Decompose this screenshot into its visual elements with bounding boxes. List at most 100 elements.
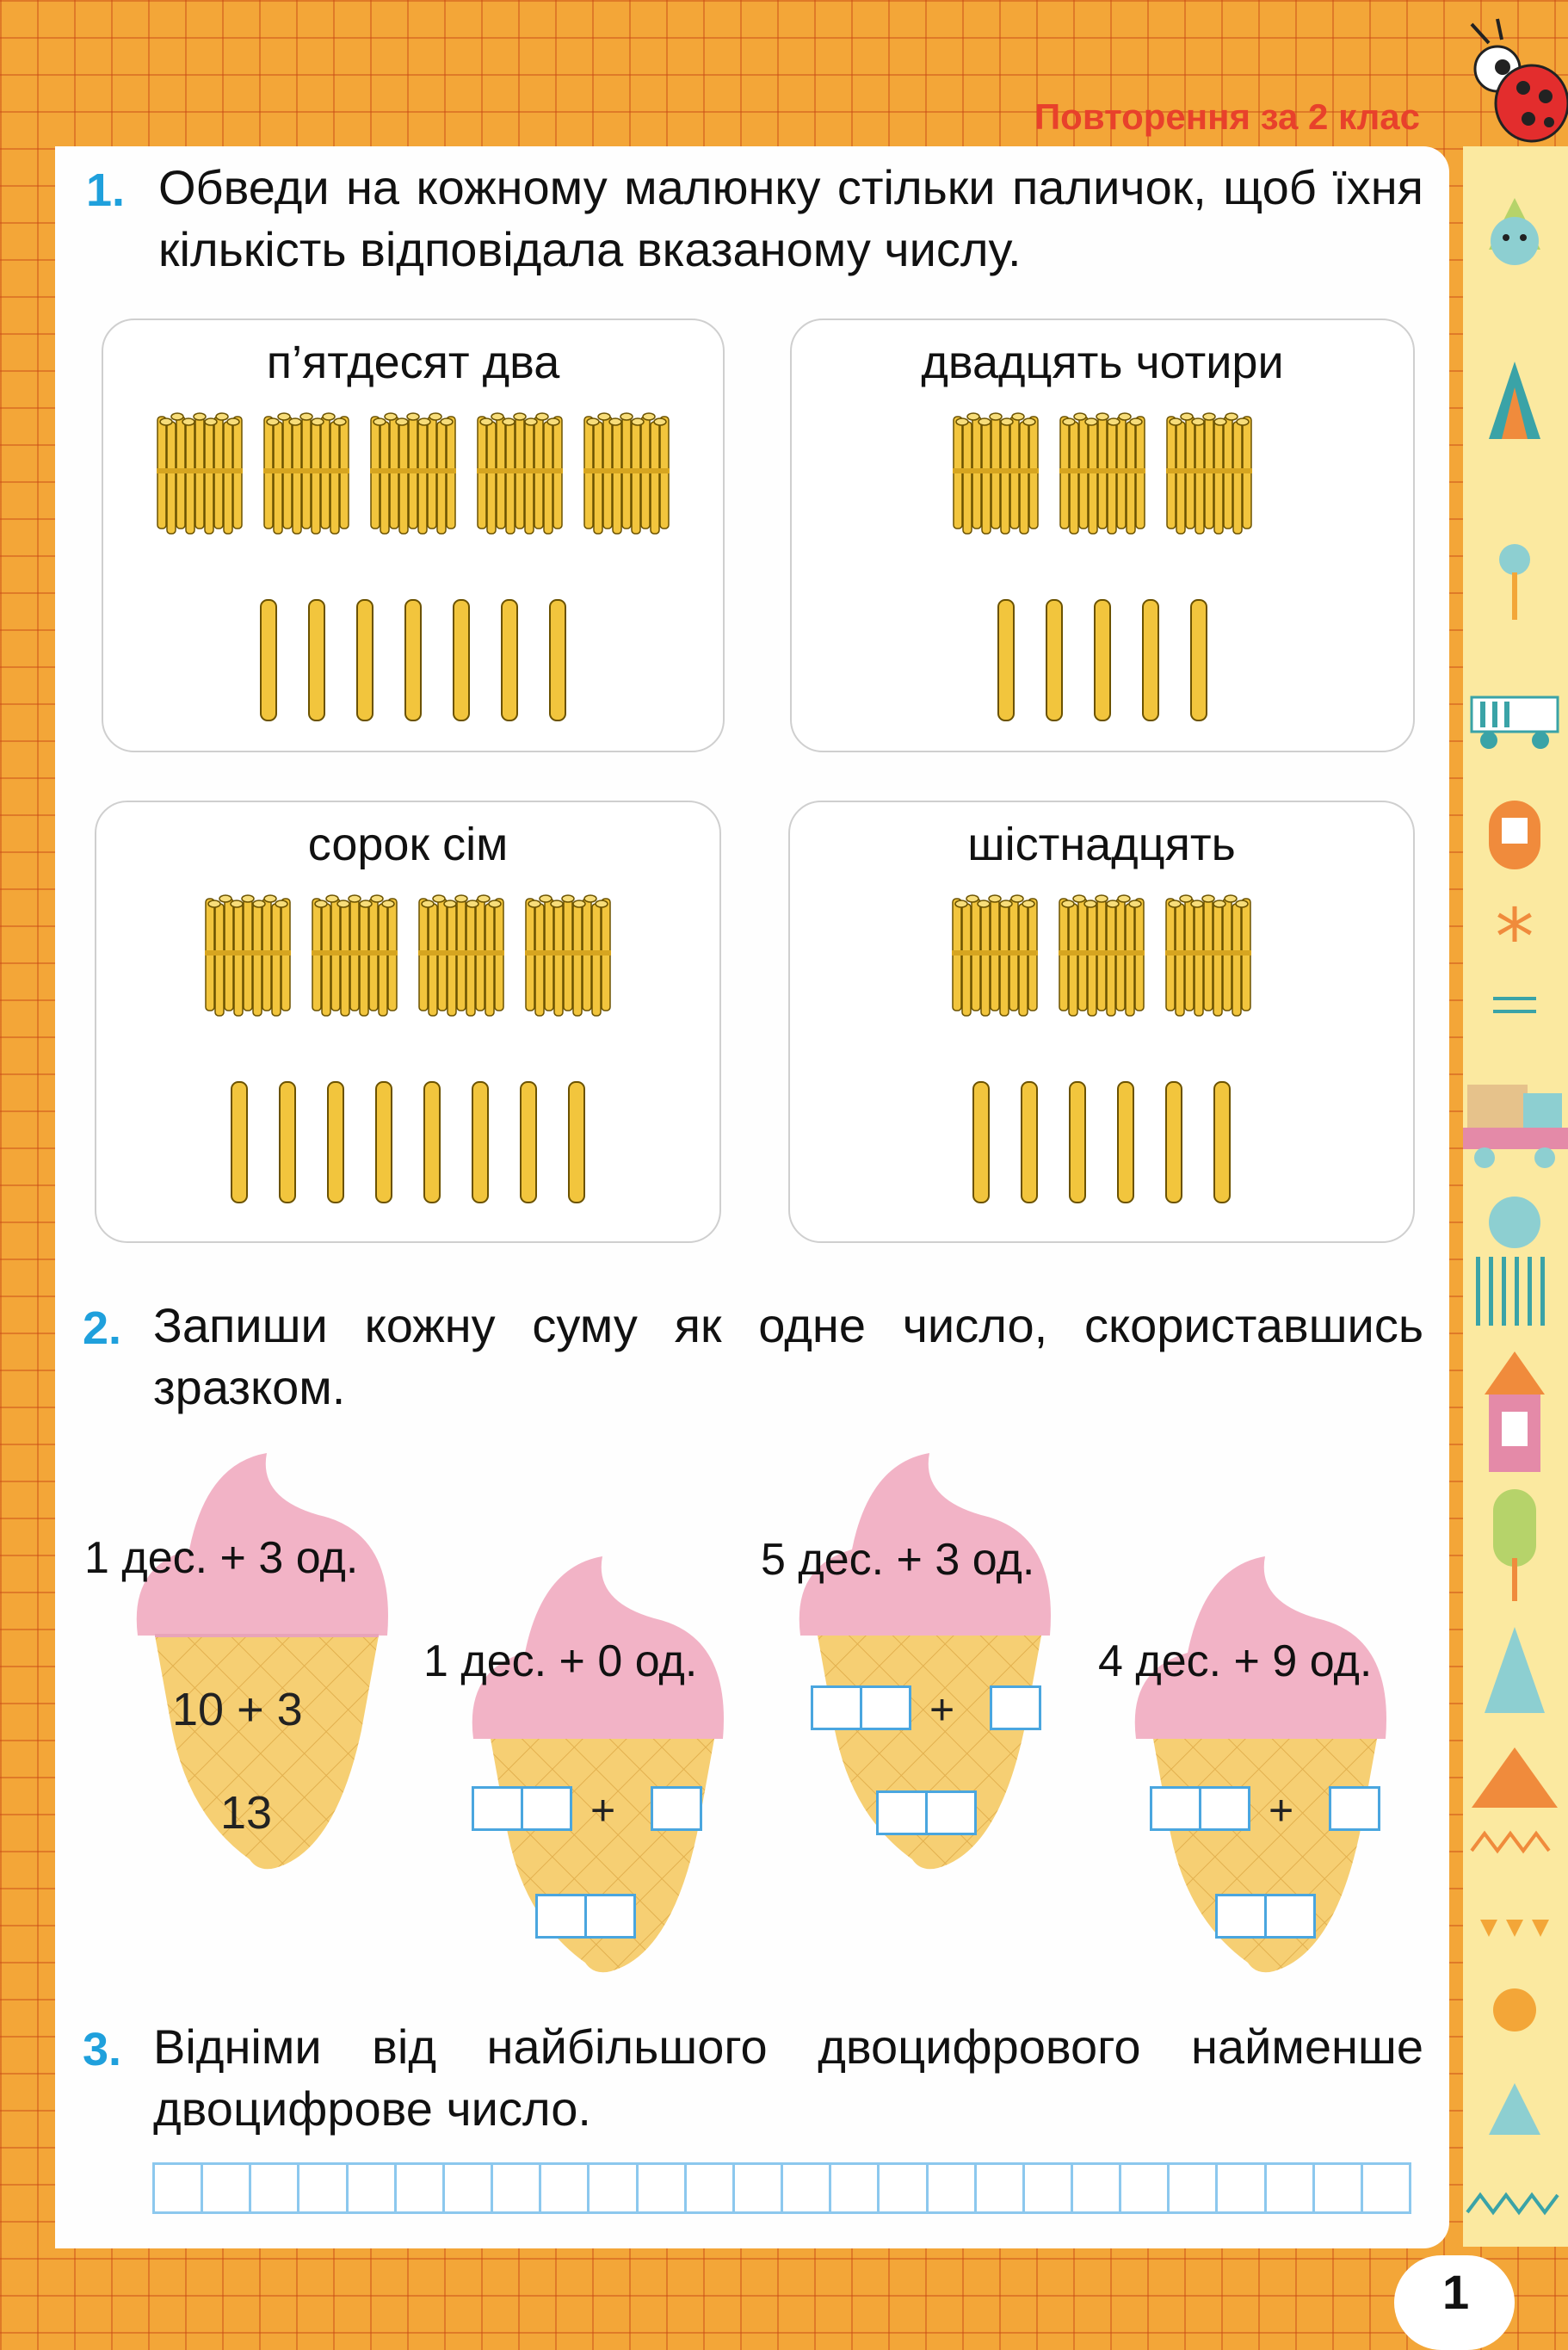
sticks-panel-47: сорок сім [95, 801, 721, 1243]
cone-1-units-box[interactable] [651, 1786, 702, 1831]
cone-2-tens-box-1[interactable] [811, 1685, 862, 1730]
cone-2-answer-box-2[interactable] [925, 1790, 977, 1835]
single-stick[interactable] [1094, 599, 1111, 721]
sticks-panel-52: п’ятдесят два [102, 318, 725, 752]
sticks-drawing [157, 412, 670, 721]
example-result: 13 [220, 1787, 273, 1839]
answer-cell[interactable] [635, 2162, 687, 2214]
stick-bundle [1166, 412, 1252, 535]
answer-cell[interactable] [1312, 2162, 1363, 2214]
single-stick[interactable] [404, 599, 422, 721]
answer-cell[interactable] [829, 2162, 880, 2214]
cone-3-label: 4 дес. + 9 од. [1098, 1636, 1373, 1686]
cone-3-tens-box-1[interactable] [1150, 1786, 1201, 1831]
answer-cell[interactable] [249, 2162, 300, 2214]
single-stick[interactable] [1213, 1081, 1231, 1203]
cone-3-answer-box-1[interactable] [1215, 1894, 1267, 1939]
cone-3-units-box[interactable] [1329, 1786, 1380, 1831]
answer-cell[interactable] [1119, 2162, 1170, 2214]
single-stick[interactable] [375, 1081, 392, 1203]
single-stick[interactable] [1165, 1081, 1182, 1203]
cone-1-plus: + [590, 1786, 616, 1834]
single-stick[interactable] [549, 599, 566, 721]
sticks-drawing [205, 894, 611, 1203]
cone-1-tens-box-2[interactable] [521, 1786, 572, 1831]
answer-cell[interactable] [1263, 2162, 1315, 2214]
single-stick[interactable] [1142, 599, 1159, 721]
cone-1-answer-box-1[interactable] [535, 1894, 587, 1939]
answer-cell[interactable] [539, 2162, 590, 2214]
answer-cell[interactable] [973, 2162, 1025, 2214]
single-stick[interactable] [356, 599, 373, 721]
single-stick[interactable] [1046, 599, 1063, 721]
cone-1-answer-box-2[interactable] [584, 1894, 636, 1939]
panel-label: двадцять чотири [921, 337, 1284, 388]
answer-cell[interactable] [441, 2162, 494, 2214]
stick-bundle [952, 894, 1038, 1017]
answer-cell[interactable] [1022, 2162, 1073, 2214]
single-stick[interactable] [279, 1081, 296, 1203]
answer-cell[interactable] [152, 2162, 204, 2214]
panel-label: п’ятдесят два [266, 337, 560, 388]
answer-grid[interactable] [152, 2162, 1412, 2214]
stick-bundle [312, 894, 398, 1017]
answer-cell[interactable] [1070, 2162, 1122, 2214]
answer-cell[interactable] [732, 2162, 784, 2214]
answer-cell[interactable] [393, 2162, 445, 2214]
answer-cell[interactable] [925, 2162, 977, 2214]
single-stick[interactable] [231, 1081, 248, 1203]
sticks-panel-16: шістнадцять [788, 801, 1415, 1243]
cone-3-answer-box-2[interactable] [1264, 1894, 1316, 1939]
single-stick[interactable] [501, 599, 518, 721]
decorative-side-strip: * [1463, 146, 1568, 2247]
answer-cell[interactable] [683, 2162, 735, 2214]
cone-1-tens-box-1[interactable] [472, 1786, 523, 1831]
svg-text:*: * [1496, 893, 1534, 983]
stick-bundle [205, 894, 291, 1017]
stick-bundle [263, 412, 349, 535]
answer-cell[interactable] [201, 2162, 252, 2214]
single-stick[interactable] [453, 599, 470, 721]
example-label: 1 дес. + 3 од. [84, 1533, 359, 1583]
single-stick[interactable] [327, 1081, 344, 1203]
single-stick[interactable] [520, 1081, 537, 1203]
answer-cell[interactable] [345, 2162, 397, 2214]
panel-label: шістнадцять [967, 819, 1236, 870]
single-stick[interactable] [260, 599, 277, 721]
answer-cell[interactable] [1215, 2162, 1267, 2214]
stick-bundle [525, 894, 611, 1017]
answer-cell[interactable] [297, 2162, 349, 2214]
stick-bundle [583, 412, 670, 535]
cone-2-units-box[interactable] [990, 1685, 1041, 1730]
single-stick[interactable] [472, 1081, 489, 1203]
task3-number: 3. [83, 2024, 122, 2075]
cone-2-plus: + [929, 1685, 955, 1734]
cone-2-answer-box-1[interactable] [876, 1790, 928, 1835]
single-stick[interactable] [1117, 1081, 1134, 1203]
task1-number: 1. [86, 164, 126, 216]
single-stick[interactable] [568, 1081, 585, 1203]
answer-cell[interactable] [781, 2162, 832, 2214]
cone-1-label: 1 дес. + 0 од. [423, 1636, 698, 1686]
ladybug-icon [1463, 17, 1568, 146]
single-stick[interactable] [308, 599, 325, 721]
cone-3-tens-box-2[interactable] [1199, 1786, 1250, 1831]
single-stick[interactable] [997, 599, 1015, 721]
single-stick[interactable] [1069, 1081, 1086, 1203]
task2-number: 2. [83, 1302, 122, 1354]
single-stick[interactable] [972, 1081, 990, 1203]
answer-cell[interactable] [1360, 2162, 1412, 2214]
single-stick[interactable] [1190, 599, 1207, 721]
single-stick[interactable] [423, 1081, 441, 1203]
answer-cell[interactable] [587, 2162, 639, 2214]
answer-cell[interactable] [877, 2162, 929, 2214]
answer-cell[interactable] [491, 2162, 542, 2214]
task2-text: Запиши кожну суму як одне число, скорист… [153, 1298, 1423, 1414]
stick-bundle [157, 412, 243, 535]
stick-bundle [370, 412, 456, 535]
stick-bundle [1059, 894, 1145, 1017]
stick-bundle [953, 412, 1039, 535]
cone-2-tens-box-2[interactable] [860, 1685, 911, 1730]
single-stick[interactable] [1021, 1081, 1038, 1203]
answer-cell[interactable] [1167, 2162, 1219, 2214]
